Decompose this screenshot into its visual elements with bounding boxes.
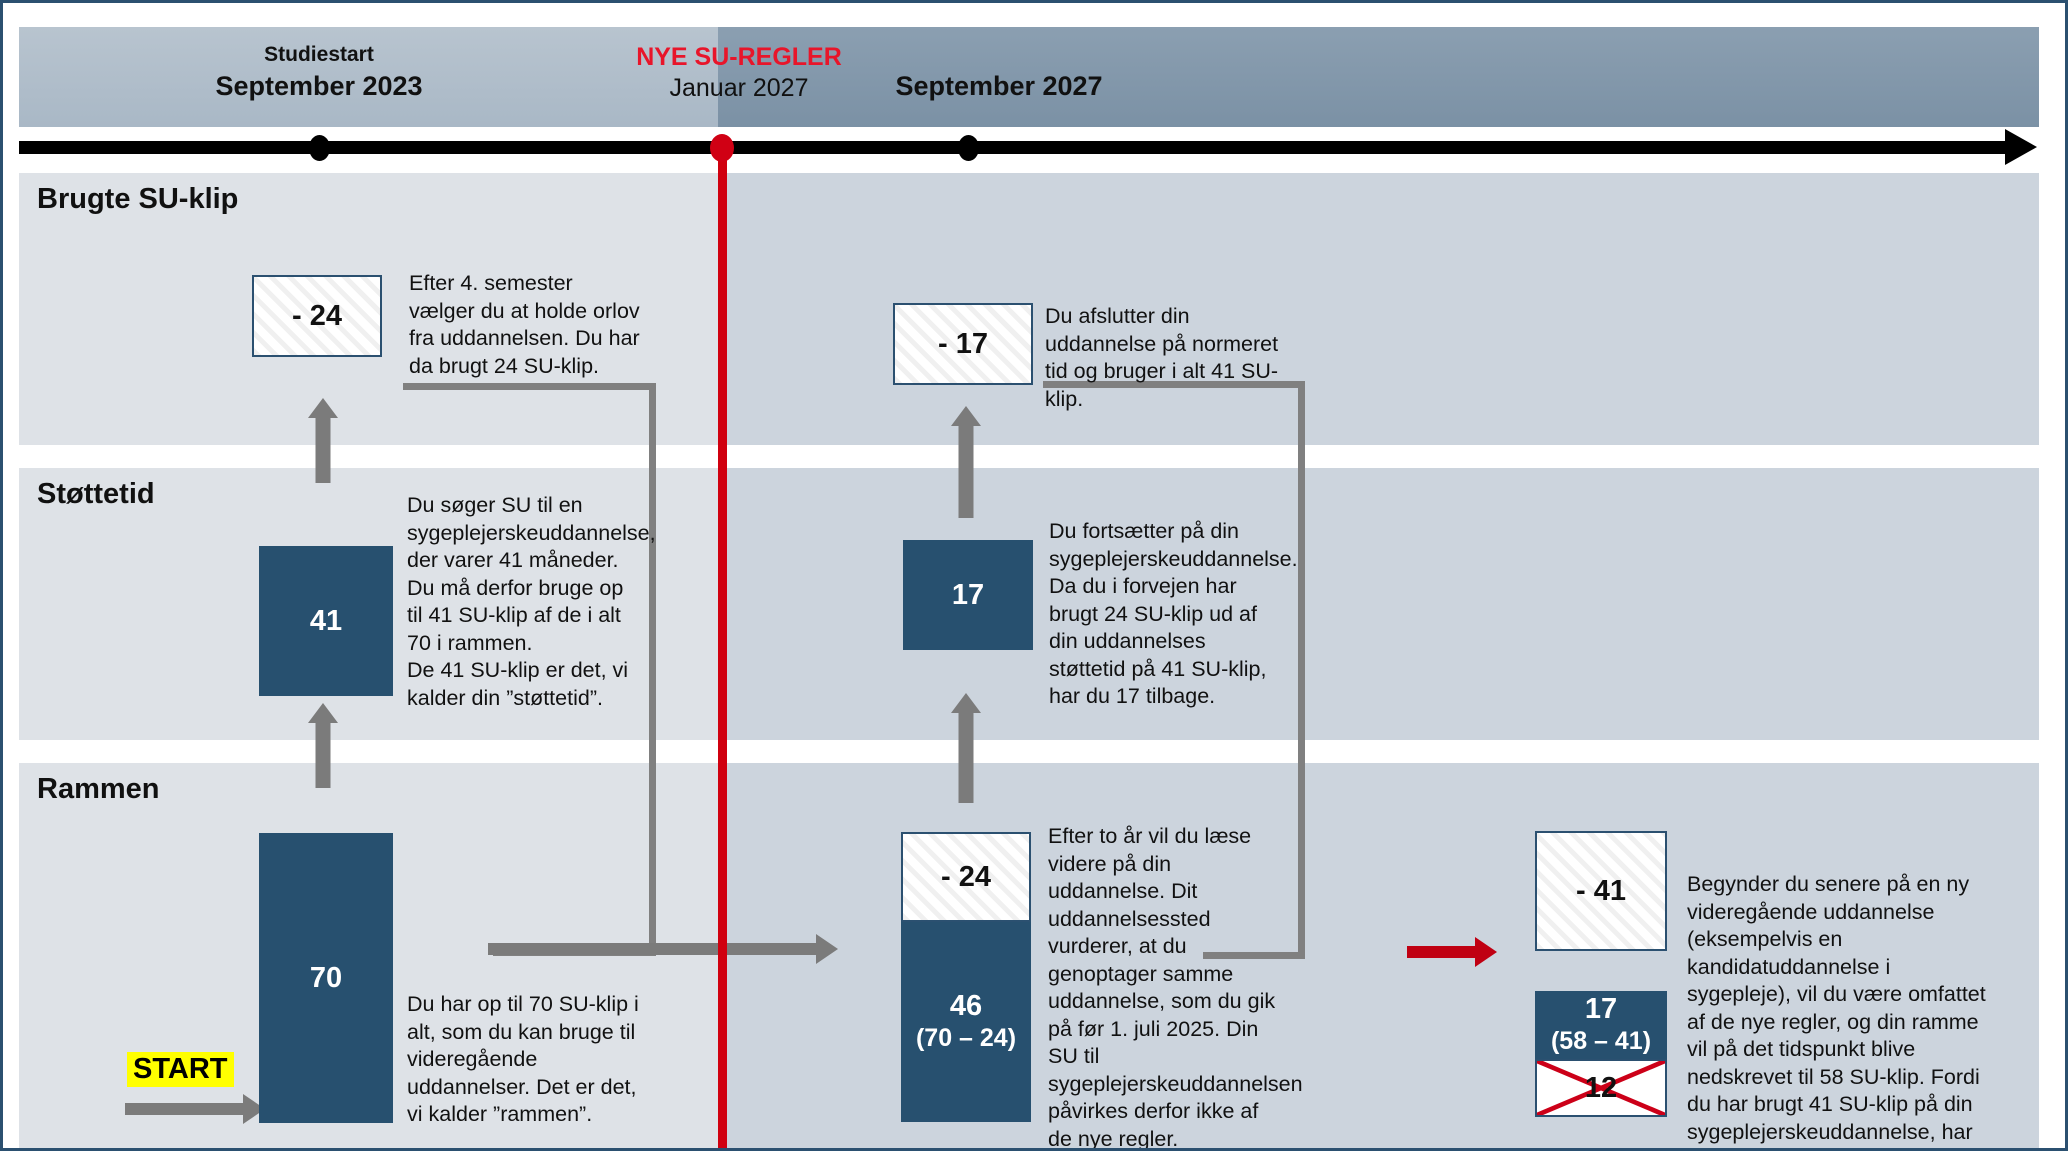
arrow-up-brugte-from-stottetid-left [308, 398, 338, 483]
arrow-up-stottetid-from-rammen-right [951, 693, 981, 803]
timeline-header: Studiestart September 2023 NYE SU-REGLER… [19, 27, 2039, 127]
box-rammen-right-12-value: 12 [1584, 1071, 1618, 1104]
box-rammen-right-17-sub: (58 – 41) [1550, 1026, 1652, 1055]
september-2027-date: September 2027 [895, 71, 1103, 101]
box-stottetid-17: 17 [903, 540, 1033, 650]
box-rammen-mid-minus-24-value: - 24 [941, 860, 991, 893]
box-rammen-mid-46-value: 46 [949, 989, 983, 1022]
box-rammen-mid-minus-24: - 24 [901, 832, 1031, 922]
studiestart-date: September 2023 [215, 71, 423, 102]
note-brugte-left: Efter 4. semester vælger du at holde orl… [409, 271, 640, 378]
note-rammen-right: Begynder du senere på en ny videregående… [1687, 872, 1992, 1148]
box-brugte-minus-17-value: - 17 [938, 327, 988, 360]
start-arrow-icon [125, 1094, 265, 1124]
cross-out-icon [1537, 1061, 1665, 1115]
start-badge: START [127, 1052, 234, 1087]
box-rammen-right-17-value: 17 [1584, 992, 1618, 1025]
new-rules-divider-line [718, 143, 727, 1148]
band-title-rammen: Rammen [37, 773, 160, 805]
timeline-band-before-new-rules [19, 27, 718, 127]
timeline-dot-new-rules [710, 134, 734, 162]
note-rammen-left: Du har op til 70 SU-klip i alt, som du k… [407, 992, 639, 1127]
arrow-up-brugte-from-stottetid-right [951, 406, 981, 518]
box-rammen-70-value: 70 [309, 961, 343, 994]
note-rammen-mid: Efter to år vil du læse videre på din ud… [1048, 824, 1303, 1151]
timeline-dot-september-2027 [958, 135, 979, 161]
new-rules-date: Januar 2027 [669, 73, 809, 102]
timeline-axis-arrow-icon [2005, 129, 2037, 165]
box-stottetid-41-value: 41 [309, 604, 343, 637]
box-rammen-mid-46-sub: (70 – 24) [915, 1023, 1017, 1052]
timeline-marker-new-rules: NYE SU-REGLER Januar 2027 [589, 43, 889, 103]
box-rammen-right-12-crossed-out: 12 [1535, 1059, 1667, 1117]
connector-middle-to-right-arrow-icon [1407, 937, 1497, 967]
studiestart-eyebrow: Studiestart [264, 43, 374, 66]
timeline-marker-september-2027: September 2027 [839, 71, 1159, 102]
box-rammen-right-minus-41: - 41 [1535, 831, 1667, 951]
box-brugte-minus-24: - 24 [252, 275, 382, 357]
box-rammen-mid-46: 46 (70 – 24) [901, 922, 1031, 1122]
box-stottetid-41: 41 [259, 546, 393, 696]
box-brugte-minus-24-value: - 24 [292, 299, 342, 332]
timeline-dot-studiestart [309, 135, 330, 161]
note-stottetid-right: Du fortsætter på din sygeplejerskeuddann… [1049, 519, 1298, 709]
band-brugte-su-klip: Brugte SU-klip [19, 173, 2039, 445]
connector-middle-to-right [1043, 381, 1313, 966]
new-rules-label: NYE SU-REGLER [636, 43, 842, 71]
box-rammen-70: 70 [259, 833, 393, 1123]
box-stottetid-17-value: 17 [951, 578, 985, 611]
note-brugte-right: Du afslutter din uddannelse på normeret … [1045, 304, 1279, 411]
timeline-marker-studiestart: Studiestart September 2023 [179, 43, 459, 102]
note-stottetid-left: Du søger SU til en sygeplejerskeuddannel… [407, 493, 656, 710]
band-title-brugte: Brugte SU-klip [37, 183, 239, 215]
timeline-axis [19, 141, 2007, 154]
box-brugte-minus-17: - 17 [893, 303, 1033, 385]
connector-left-to-middle-arrow-icon [488, 934, 838, 964]
arrow-up-stottetid-from-rammen-left [308, 703, 338, 788]
box-rammen-right-minus-41-value: - 41 [1576, 874, 1626, 907]
timeline-band-after-new-rules [718, 27, 2039, 127]
box-rammen-right-17: 17 (58 – 41) [1535, 991, 1667, 1059]
band-title-stottetid: Støttetid [37, 478, 155, 510]
